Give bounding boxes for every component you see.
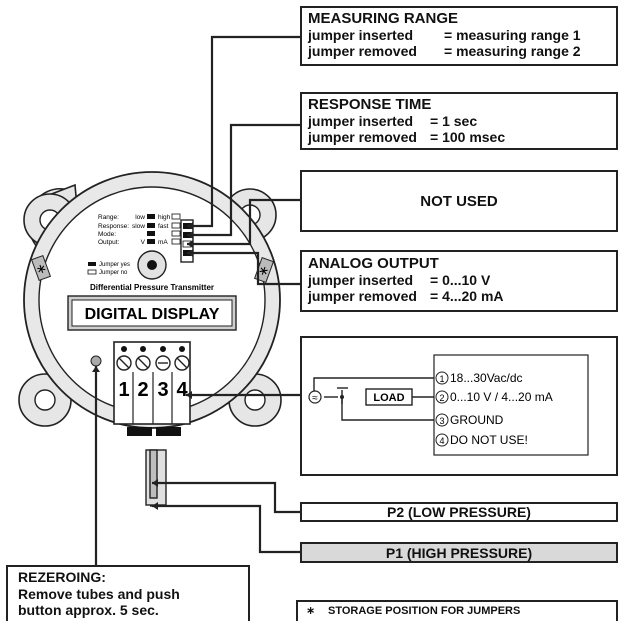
- legend-yes: Jumper yes: [99, 262, 130, 268]
- load-box: [365, 388, 413, 406]
- storage-star-right: ∗: [256, 262, 271, 280]
- ear-bottom-left-hole: [34, 389, 56, 411]
- measuring-range-inserted-val: = measuring range 1: [444, 27, 581, 43]
- wiring-callout: ≈ LOAD 1 18...30Vac/dc 2 0...10 V / 4...…: [300, 336, 618, 476]
- jumper-row-label-1: Response:: [98, 223, 129, 230]
- storage-jumper-right: ∗: [253, 256, 275, 284]
- ac-source: [308, 390, 322, 404]
- jumper-row-label-3: Output:: [98, 239, 120, 246]
- rezeroing-line-1: Remove tubes and push: [18, 586, 180, 602]
- wiring-terminal-4-label: DO NOT USE!: [450, 433, 528, 447]
- wiring-terminal-3-label: GROUND: [450, 413, 504, 427]
- rezero-button[interactable]: [90, 355, 102, 367]
- p1-label: P1 (HIGH PRESSURE): [385, 544, 533, 561]
- jumper-row-right-1: fast: [158, 223, 169, 230]
- rezeroing-title: REZEROING:: [18, 569, 106, 585]
- display-panel: [71, 299, 233, 327]
- measuring-range-removed-val: = measuring range 2: [444, 43, 581, 59]
- measuring-range-title: MEASURING RANGE: [308, 10, 459, 27]
- storage-label: STORAGE POSITION FOR JUMPERS: [328, 605, 521, 617]
- jumper-row-right-3: mA: [158, 239, 168, 246]
- ear-bottom-right-hole: [244, 389, 266, 411]
- jumper-row-left-3: V: [141, 239, 146, 246]
- response-time-title: RESPONSE TIME: [308, 96, 432, 113]
- terminal-number-1: 1: [118, 379, 129, 401]
- wiring-diagram: ≈ LOAD 1 18...30Vac/dc 2 0...10 V / 4...…: [308, 354, 589, 456]
- response-time-removed-val: = 100 msec: [430, 129, 506, 145]
- wiring-terminal-1-label: 18...30Vac/dc: [450, 371, 523, 385]
- terminal-number-3: 3: [157, 379, 168, 401]
- wiring-terminal-2-num: 2: [439, 393, 444, 403]
- knob-center: [147, 260, 157, 270]
- rezeroing-line-2: button approx. 5 sec.: [18, 602, 159, 618]
- rezeroing-callout: REZEROING: Remove tubes and push button …: [6, 565, 250, 621]
- response-time-removed-key: jumper removed: [308, 129, 417, 145]
- response-time-inserted-key: jumper inserted: [308, 113, 414, 129]
- arrowheads: [92, 222, 193, 510]
- ac-symbol: ≈: [312, 393, 318, 404]
- storage-star-left: ∗: [33, 260, 48, 278]
- legend-no: Jumper no: [99, 270, 128, 276]
- pressure-ports: [145, 449, 167, 507]
- terminal-number-4: 4: [176, 379, 188, 401]
- terminal-number-2: 2: [137, 379, 148, 401]
- analog-output-removed-val: = 4...20 mA: [430, 288, 504, 304]
- response-time-callout: RESPONSE TIME jumper inserted = 1 sec jum…: [300, 92, 618, 150]
- jumper-row-left-1: slow: [132, 223, 145, 230]
- wiring-terminal-1-num: 1: [439, 374, 444, 384]
- wiring-terminal-2-label: 0...10 V / 4...20 mA: [450, 390, 553, 404]
- storage-jumper-left: ∗: [30, 254, 52, 282]
- analog-output-callout: ANALOG OUTPUT jumper inserted= 0...10 V …: [300, 250, 618, 312]
- jumper-row-left-0: low: [135, 214, 145, 221]
- storage-callout: ∗ STORAGE POSITION FOR JUMPERS: [296, 600, 618, 621]
- terminal-block: 1 2 3 4: [113, 341, 191, 436]
- measuring-range-inserted-key: jumper inserted: [308, 27, 414, 43]
- measuring-range-callout: MEASURING RANGE jumper inserted = measuri…: [300, 6, 618, 66]
- p1-callout: P1 (HIGH PRESSURE): [300, 542, 618, 563]
- device-name: Differential Pressure Transmitter: [90, 283, 214, 292]
- analog-output-removed-key: jumper removed: [308, 288, 417, 304]
- wiring-terminal-4-num: 4: [439, 436, 444, 446]
- leader-lines: [94, 35, 300, 565]
- response-time-inserted-val: = 1 sec: [430, 113, 478, 129]
- jumper-row-right-0: high: [158, 214, 171, 221]
- analog-output-title: ANALOG OUTPUT: [308, 255, 439, 272]
- load-label: LOAD: [373, 392, 404, 404]
- storage-star-icon: ∗: [306, 605, 316, 617]
- jumper-legend: Jumper yes Jumper no: [87, 262, 130, 276]
- p2-label: P2 (LOW PRESSURE): [387, 504, 531, 520]
- not-used-callout: NOT USED: [300, 170, 618, 232]
- analog-output-inserted-val: = 0...10 V: [430, 272, 491, 288]
- display-label: DIGITAL DISPLAY: [85, 306, 220, 323]
- jumper-row-label-0: Range:: [98, 214, 119, 221]
- wiring-terminal-3-num: 3: [439, 416, 444, 426]
- not-used-title: NOT USED: [420, 192, 498, 210]
- jumper-row-label-2: Mode:: [98, 231, 116, 238]
- jumper-table: Range: Response: Mode: Output: low slow …: [98, 213, 181, 246]
- analog-output-inserted-key: jumper inserted: [308, 272, 414, 288]
- p2-callout: P2 (LOW PRESSURE): [300, 502, 618, 522]
- measuring-range-removed-key: jumper removed: [308, 43, 417, 59]
